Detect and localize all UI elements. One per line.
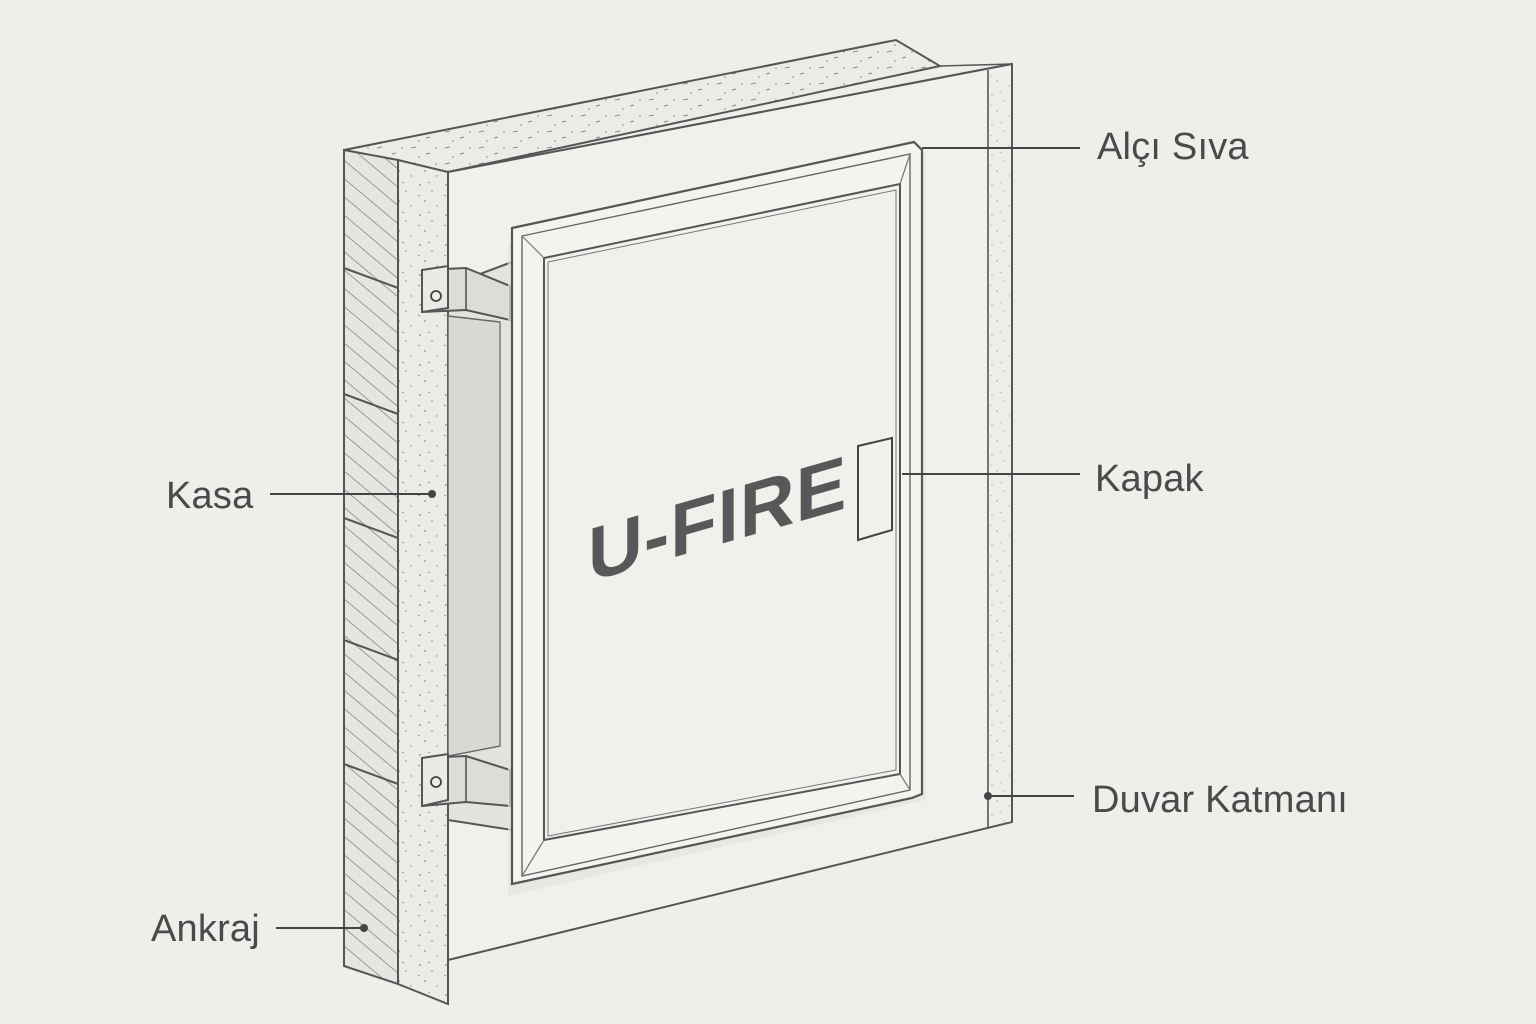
label-kapak: Kapak [1095,458,1204,500]
leader-lines [270,147,1080,932]
anchor-bracket-top [421,264,511,322]
anchor-bracket-bottom [421,752,511,808]
door-handle [857,436,893,542]
label-ankraj: Ankraj [151,908,260,950]
brick-layer [343,148,399,986]
label-duvar-katmani: Duvar Katmanı [1092,779,1349,821]
cabinet-box [447,260,513,832]
label-alci-siva: Alçı Sıva [1097,126,1249,168]
door-panel [547,189,897,837]
label-kasa: Kasa [166,475,254,517]
